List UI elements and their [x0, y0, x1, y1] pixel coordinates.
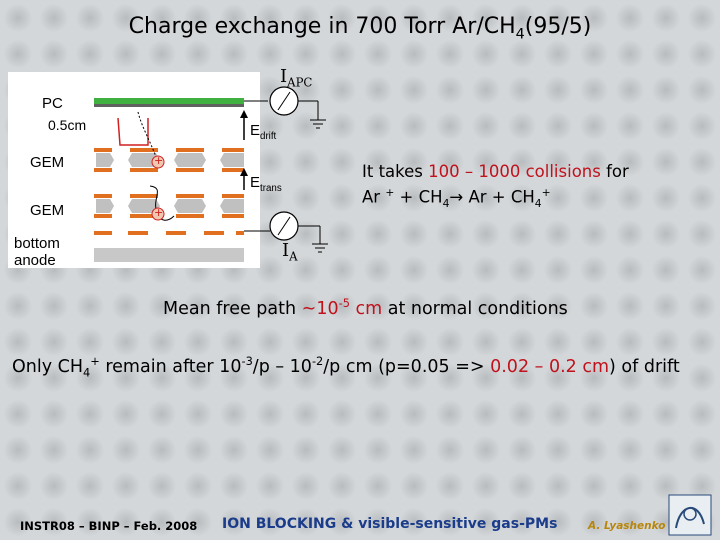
gem1-label: GEM	[30, 154, 65, 171]
ion-plus	[151, 207, 165, 221]
anode-strips	[94, 231, 244, 262]
e-drift-label: Edrift	[250, 122, 277, 142]
gap-label: 0.5cm	[48, 117, 87, 133]
collisions-text: It takes 100 – 1000 collisions for	[362, 162, 629, 181]
gem2	[94, 194, 244, 218]
gem2-label: GEM	[30, 202, 65, 219]
drift-text: Only CH4+ remain after 10-3/p – 10-2/p c…	[12, 354, 680, 380]
i-apc-label: IAPC	[280, 66, 313, 90]
footer-conference: INSTR08 – BINP – Feb. 2008	[20, 519, 198, 533]
pc-label: PC	[42, 95, 63, 112]
ion-plus	[151, 155, 165, 169]
ion-plus-label: +	[154, 154, 164, 167]
footer-author: A. Lyashenko	[588, 520, 666, 532]
e-trans-label: Etrans	[250, 174, 282, 194]
i-a-label: IA	[282, 240, 298, 264]
ion-plus-label: +	[154, 206, 164, 219]
gap-bracket	[117, 117, 149, 146]
slide-title: Charge exchange in 700 Torr Ar/CH4(95/5)	[128, 14, 592, 43]
reaction-text: Ar + + CH4→ Ar + CH4+	[362, 186, 551, 210]
footer-topic: ION BLOCKING & visible-sensitive gas-PMs	[222, 516, 558, 532]
bottom-label: bottom	[14, 235, 60, 252]
pc-plate	[94, 98, 244, 104]
anode-label: anode	[14, 252, 56, 269]
institute-logo	[668, 494, 712, 536]
gem1	[94, 148, 244, 172]
mean-free-path-text: Mean free path ~10-5 cm at normal condit…	[163, 296, 568, 319]
